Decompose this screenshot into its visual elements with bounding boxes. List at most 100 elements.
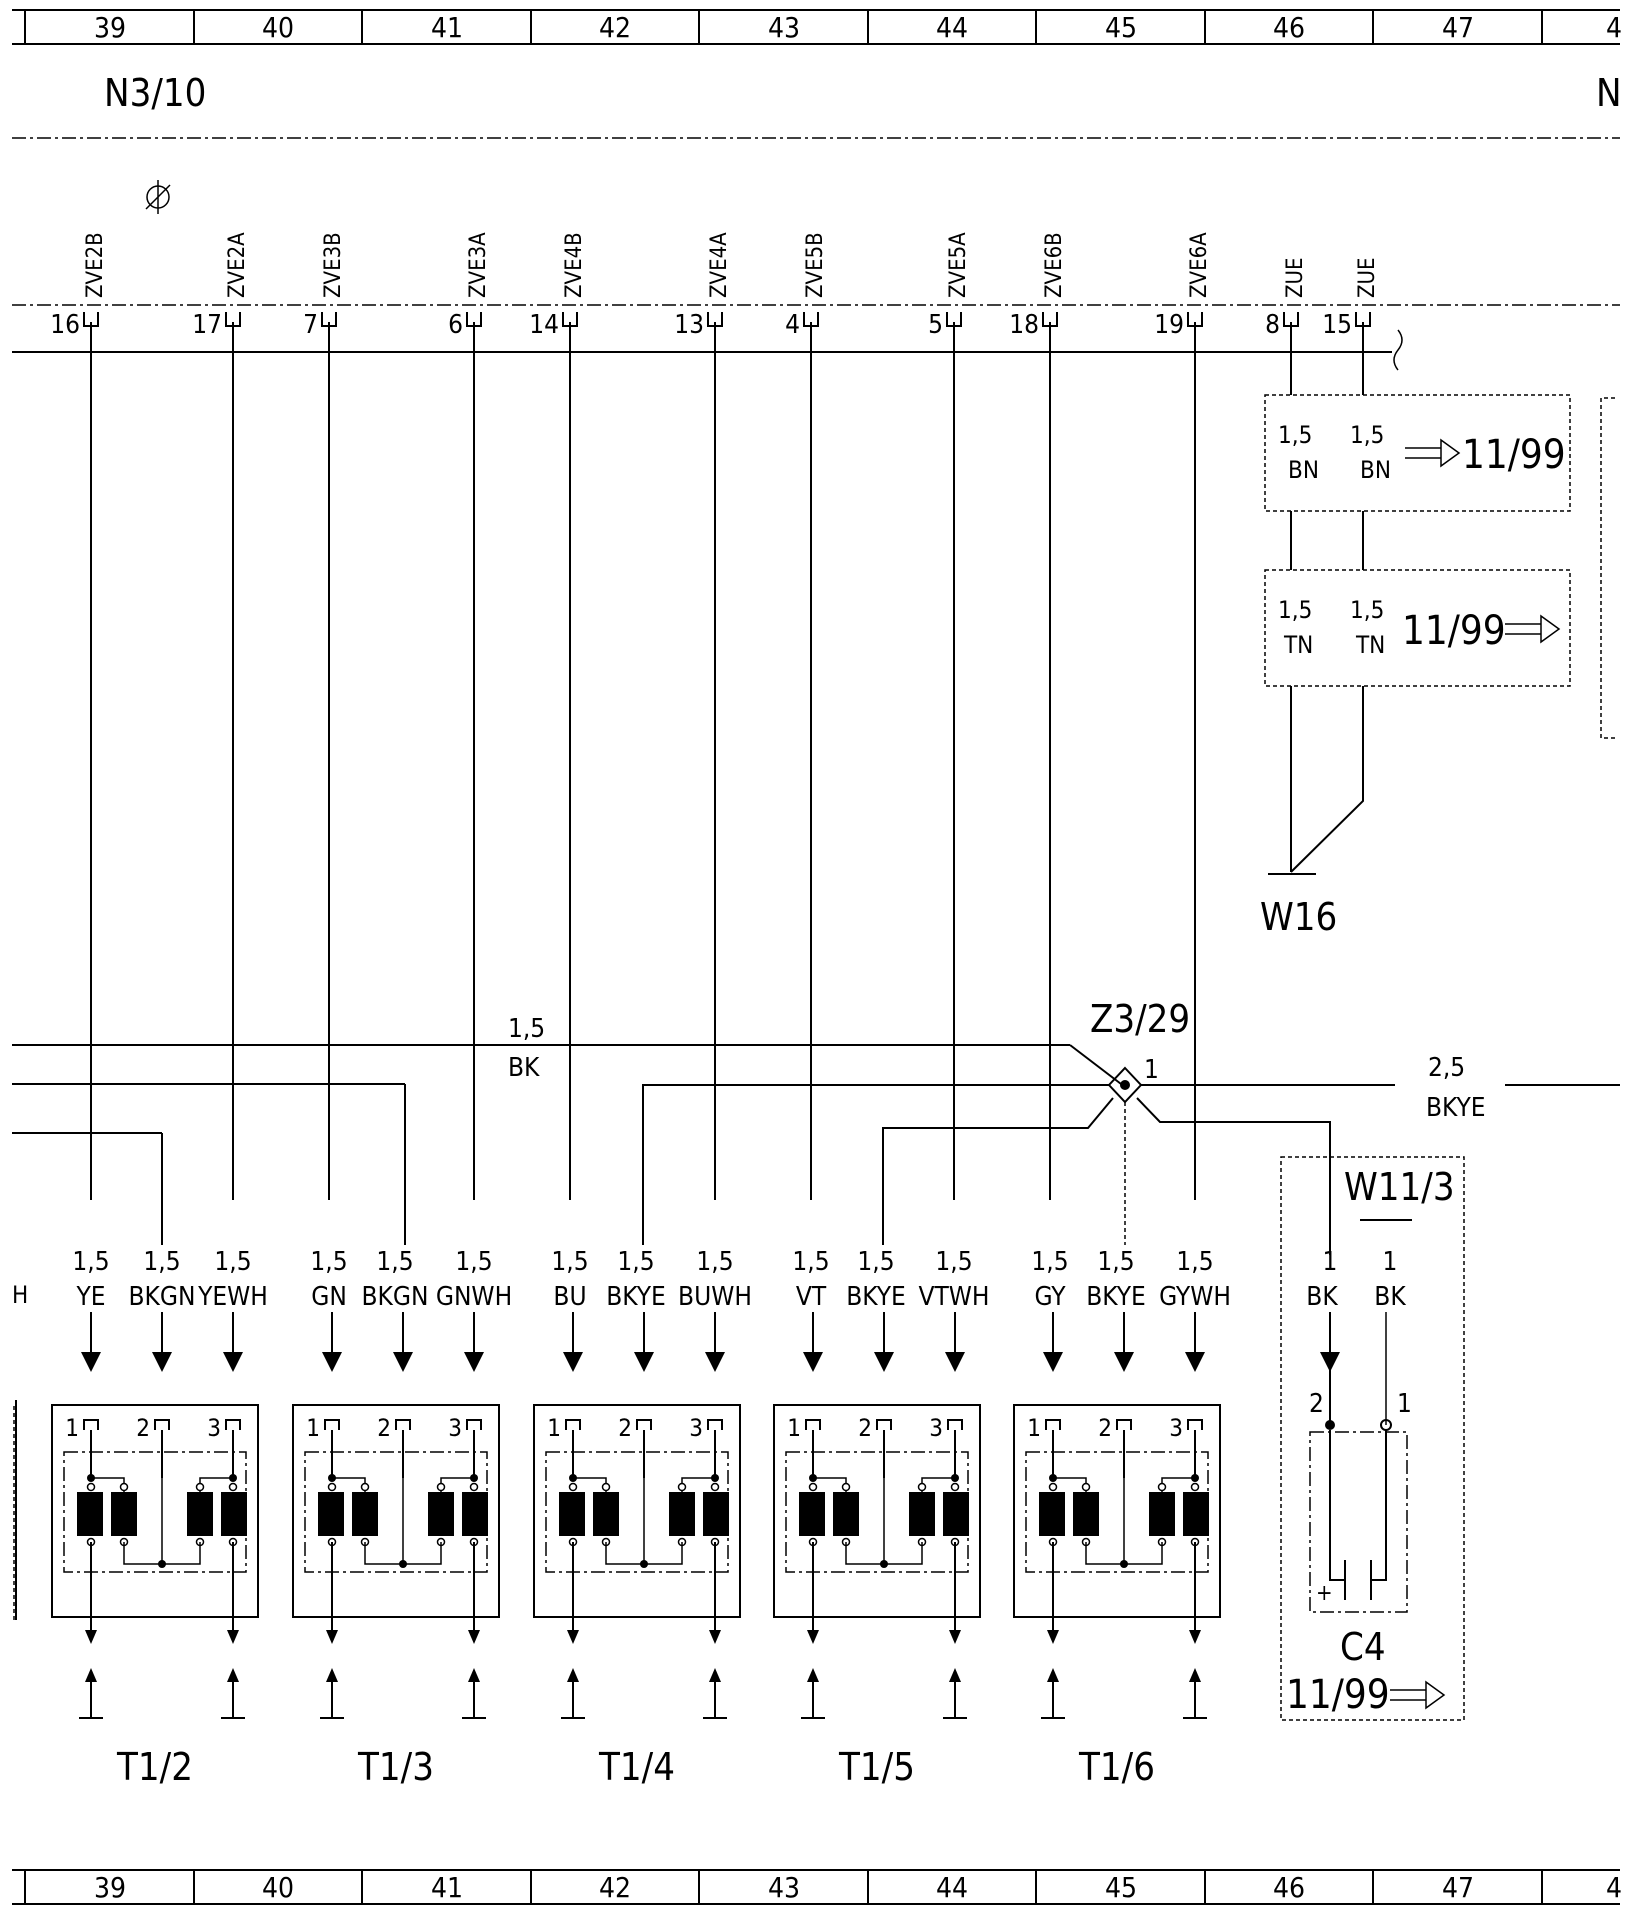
svg-text:ZVE6B: ZVE6B xyxy=(1042,232,1067,298)
arrow-down-icon xyxy=(81,1352,101,1372)
svg-text:11/99: 11/99 xyxy=(1462,432,1566,478)
bk-bus: 1,5 BK xyxy=(12,1014,1126,1088)
coil-label: T1/5 xyxy=(838,1745,915,1789)
svg-text:2,5: 2,5 xyxy=(1428,1053,1465,1083)
svg-text:1,5: 1,5 xyxy=(310,1247,347,1277)
connector-pin: ZVE5B 4 xyxy=(785,232,828,1200)
bottom-ruler: 39 40 41 42 43 44 45 46 47 4 xyxy=(12,1869,1622,1905)
svg-text:13: 13 xyxy=(674,310,704,340)
svg-text:1,5: 1,5 xyxy=(792,1247,829,1277)
svg-text:BUWH: BUWH xyxy=(678,1282,752,1312)
ignition-coil: 1 2 3T1/3 xyxy=(292,1312,500,1789)
arrow-down-icon xyxy=(803,1352,823,1372)
connector-pin: ZVE2A 17 xyxy=(192,232,250,1200)
connector-pin: ZVE2B 16 xyxy=(50,232,108,1200)
connector-pin: ZVE6B 18 xyxy=(1009,232,1067,1200)
svg-text:3: 3 xyxy=(929,1414,943,1442)
arrow-down-icon xyxy=(322,1352,342,1372)
svg-text:ZVE2B: ZVE2B xyxy=(83,232,108,298)
svg-text:Z3/29: Z3/29 xyxy=(1090,997,1190,1041)
svg-text:1,5: 1,5 xyxy=(1278,421,1312,449)
svg-text:1: 1 xyxy=(1144,1055,1159,1085)
svg-text:1,5: 1,5 xyxy=(1176,1247,1213,1277)
svg-text:2: 2 xyxy=(1309,1389,1324,1419)
arrow-down-icon xyxy=(393,1352,413,1372)
svg-text:ZVE6A: ZVE6A xyxy=(1187,232,1212,298)
svg-text:2: 2 xyxy=(377,1414,391,1442)
ruler-cell: 4 xyxy=(1606,11,1622,44)
svg-text:1,5: 1,5 xyxy=(617,1247,654,1277)
module-title-left: N3/10 xyxy=(104,71,206,115)
arrow-right-icon xyxy=(1505,614,1561,644)
svg-text:1,5: 1,5 xyxy=(1278,596,1312,624)
svg-text:1,5: 1,5 xyxy=(696,1247,733,1277)
arrow-down-icon xyxy=(705,1352,725,1372)
svg-text:1: 1 xyxy=(1383,1247,1398,1277)
svg-text:GNWH: GNWH xyxy=(436,1282,512,1312)
wire-label: 1,5GN xyxy=(310,1247,347,1312)
svg-text:1,5: 1,5 xyxy=(1350,596,1384,624)
ruler-cell: 47 xyxy=(1442,11,1474,44)
arrow-down-icon xyxy=(1320,1352,1340,1372)
ground-label: W16 xyxy=(1260,895,1337,939)
svg-text:5: 5 xyxy=(928,310,943,340)
svg-text:2: 2 xyxy=(858,1414,872,1442)
svg-text:17: 17 xyxy=(192,310,222,340)
svg-text:1,5: 1,5 xyxy=(376,1247,413,1277)
ruler-cell: 46 xyxy=(1273,1871,1305,1904)
svg-text:ZVE4B: ZVE4B xyxy=(562,232,587,298)
coil-label: T1/6 xyxy=(1078,1745,1155,1789)
tn-wire-box: 1,5 TN 1,5 TN 11/99 xyxy=(1264,569,1571,687)
svg-text:ZVE2A: ZVE2A xyxy=(225,232,250,298)
edge-wire-label: H xyxy=(12,1281,28,1309)
svg-text:1,5: 1,5 xyxy=(935,1247,972,1277)
arrow-down-icon xyxy=(1185,1352,1205,1372)
ruler-cell: 47 xyxy=(1442,1871,1474,1904)
ignition-coil: 1 2 3T1/5 xyxy=(773,1312,981,1789)
module-title-right: N xyxy=(1596,71,1622,115)
arrow-down-icon xyxy=(1043,1352,1063,1372)
connector-pin: ZUE 8 xyxy=(1265,257,1308,395)
svg-text:1: 1 xyxy=(1397,1389,1412,1419)
svg-text:BK: BK xyxy=(1374,1282,1406,1312)
coil-label: T1/3 xyxy=(357,1745,434,1789)
svg-text:ZVE5A: ZVE5A xyxy=(946,232,971,298)
svg-text:1,5: 1,5 xyxy=(455,1247,492,1277)
ruler-cell: 45 xyxy=(1105,11,1137,44)
svg-text:ZVE3B: ZVE3B xyxy=(321,232,346,298)
svg-text:3: 3 xyxy=(689,1414,703,1442)
svg-text:YE: YE xyxy=(75,1282,105,1312)
ruler-cell: 45 xyxy=(1105,1871,1137,1904)
arrow-right-icon xyxy=(1390,1680,1446,1710)
rotation-icon xyxy=(145,180,171,214)
ruler-cell: 41 xyxy=(431,1871,463,1904)
arrow-down-icon xyxy=(223,1352,243,1372)
svg-text:1: 1 xyxy=(306,1414,320,1442)
svg-text:1,5: 1,5 xyxy=(1031,1247,1068,1277)
bkye-bus: 2,5 BKYE xyxy=(642,1053,1620,1245)
ruler-cell: 46 xyxy=(1273,11,1305,44)
ruler-cell: 4 xyxy=(1606,1871,1622,1904)
ruler-cell: 44 xyxy=(936,1871,968,1904)
svg-text:1,5: 1,5 xyxy=(214,1247,251,1277)
svg-text:18: 18 xyxy=(1009,310,1039,340)
svg-text:1: 1 xyxy=(787,1414,801,1442)
connector-pins: ZVE2B 16 ZVE2A 17 ZVE3B 7 ZVE3A 6 ZV xyxy=(50,232,1380,1200)
arrow-down-icon xyxy=(464,1352,484,1372)
svg-text:3: 3 xyxy=(448,1414,462,1442)
svg-text:1: 1 xyxy=(65,1414,79,1442)
svg-text:TN: TN xyxy=(1355,631,1385,659)
svg-text:1,5: 1,5 xyxy=(508,1014,545,1044)
